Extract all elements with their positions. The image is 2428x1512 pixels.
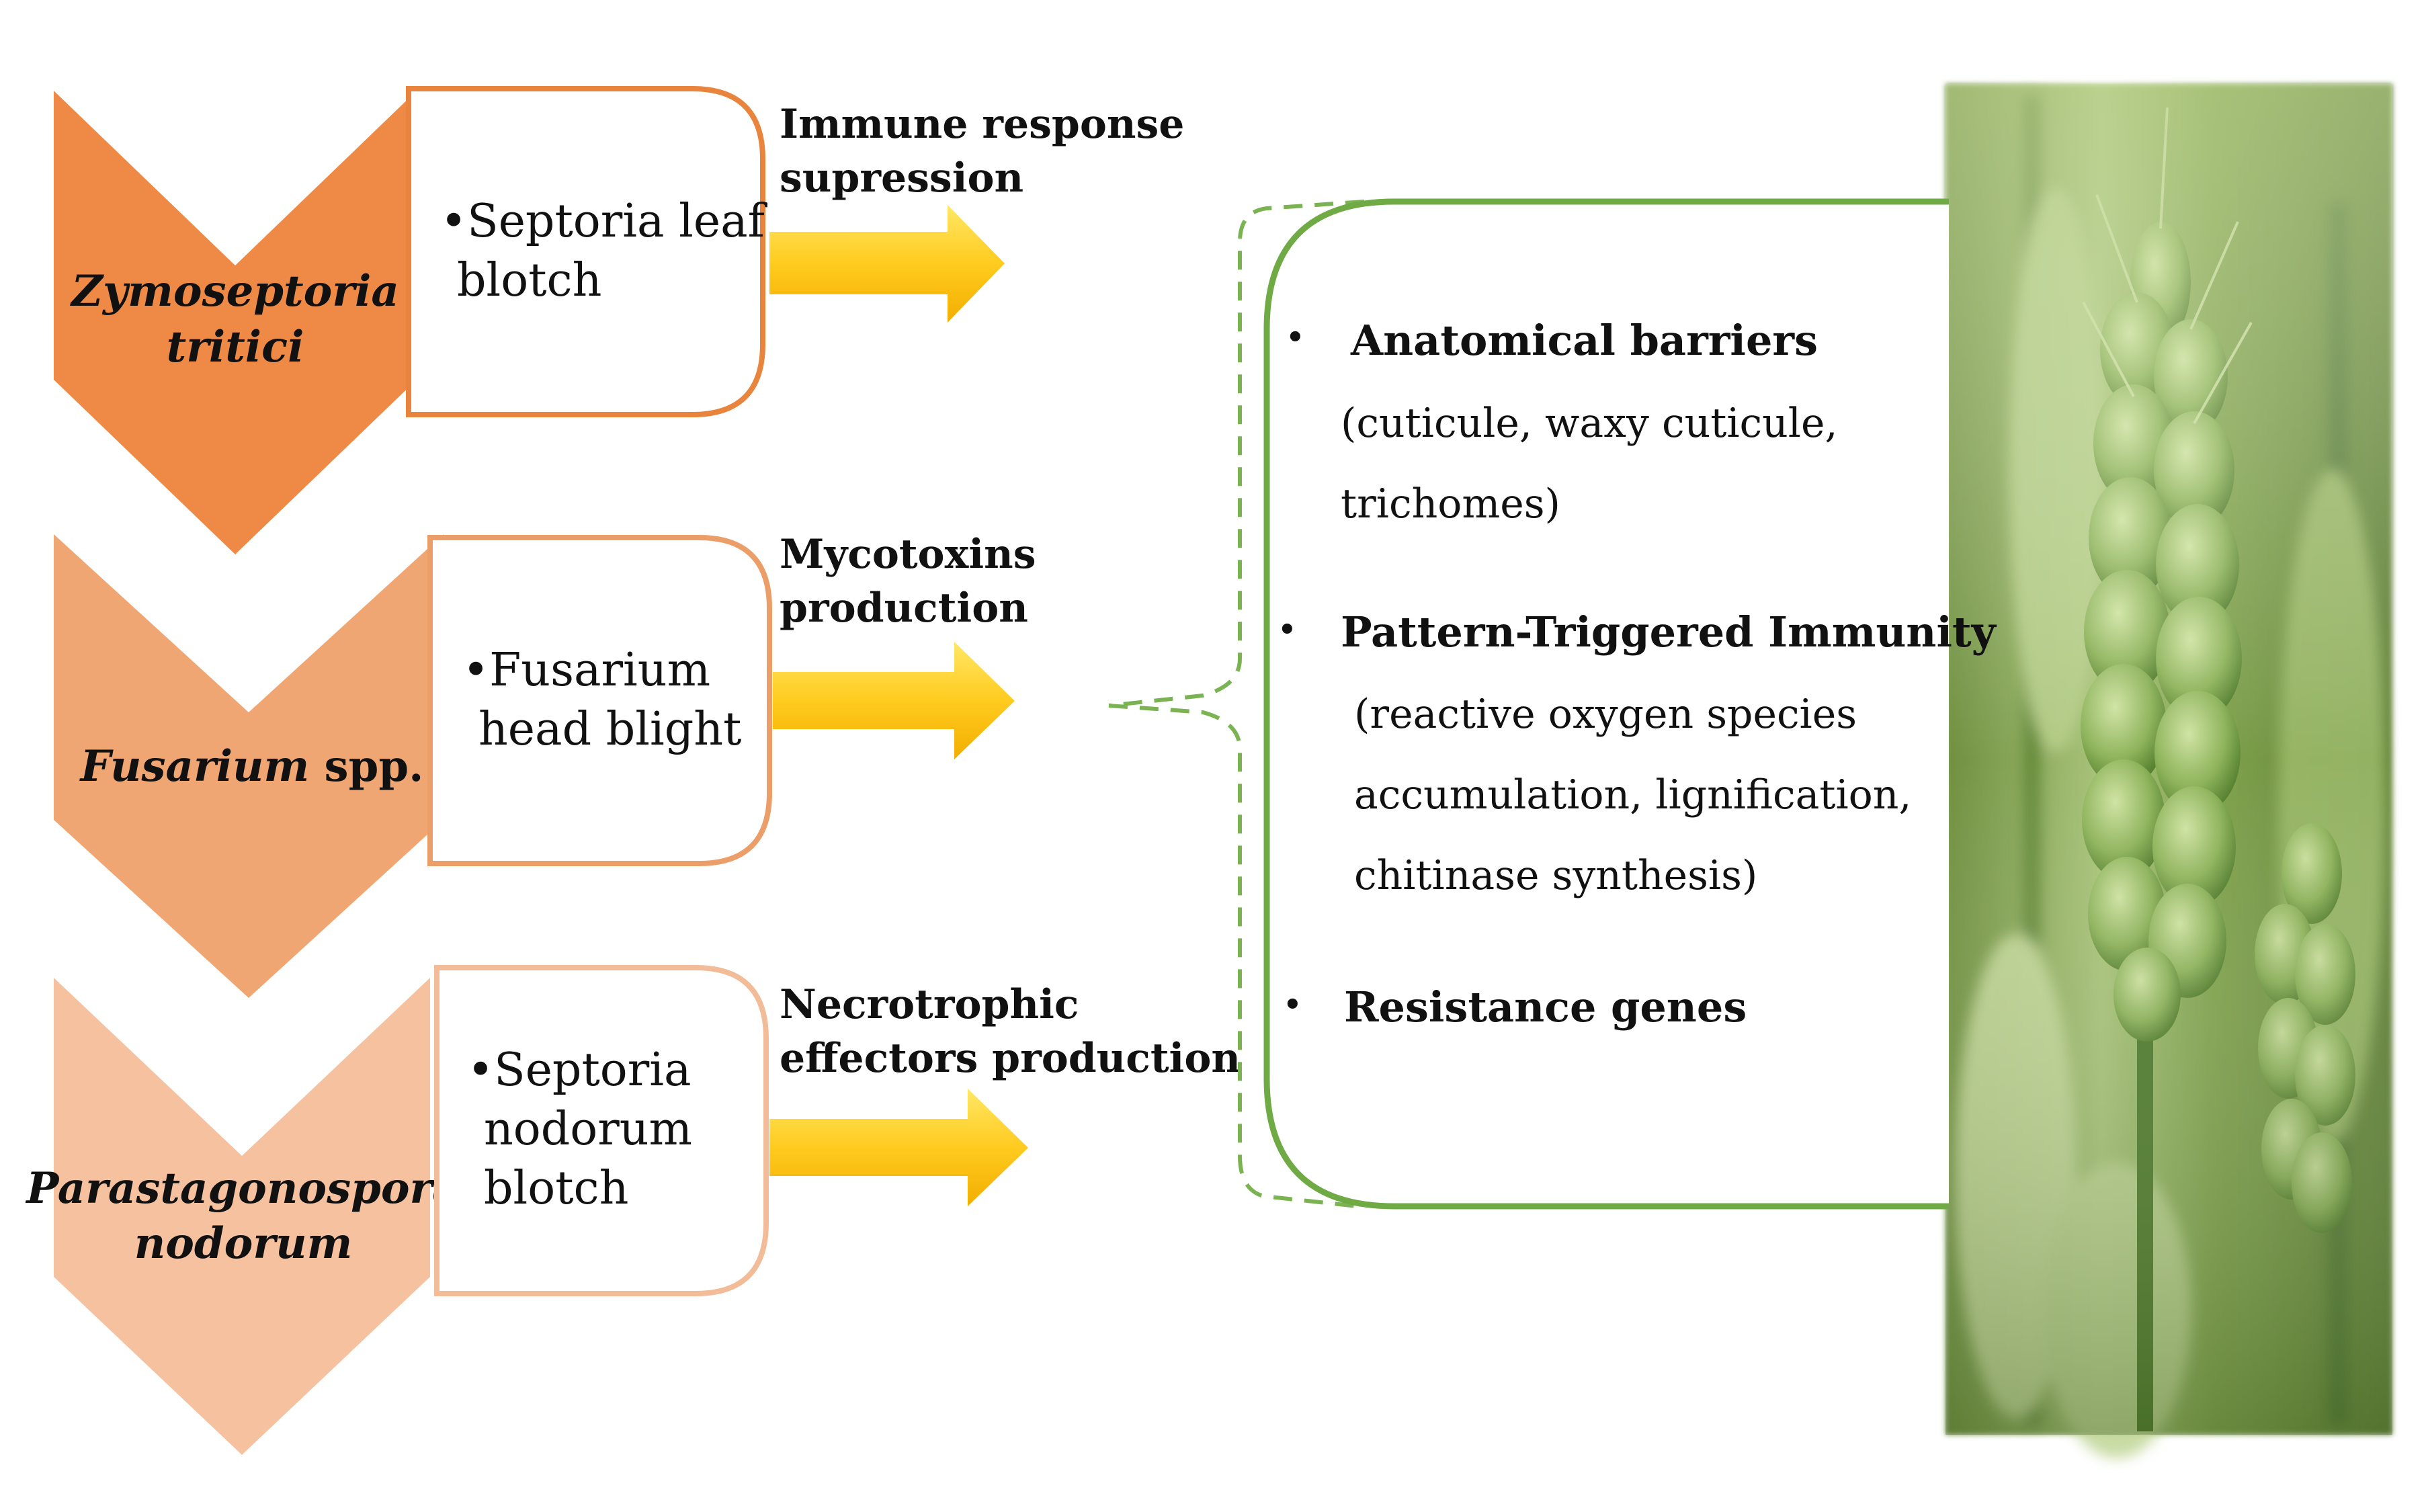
disease-2-line1: •Fusarium — [462, 644, 710, 697]
mechanism-1-line2: supression — [780, 155, 1023, 202]
pathogen-row-3: Parastagonospora nodorum — [25, 978, 460, 1455]
disease-box-2-frame — [427, 535, 772, 866]
defense-detail-2-line1: (reactive oxygen species — [1354, 691, 1857, 738]
mechanism-2-line2: production — [780, 585, 1028, 632]
defense-box-frame — [1263, 198, 1949, 1210]
wheat-spike-photo — [1945, 84, 2392, 1458]
defense-detail-2-line3: chitinase synthesis) — [1354, 852, 1757, 899]
pathogen-name-2-italic: Fusarium — [79, 741, 310, 792]
dashed-bracket — [1108, 200, 1365, 1208]
disease-box-3: •Septoria nodorum blotch — [434, 965, 769, 1296]
arrow-2 — [773, 642, 1015, 759]
defense-list: • Anatomical barriers (cuticule, waxy cu… — [1277, 316, 1997, 1032]
disease-box-3-frame — [434, 965, 769, 1296]
defense-detail-1-line2: trichomes) — [1341, 480, 1560, 528]
defense-detail-1-line1: (cuticule, waxy cuticule, — [1341, 400, 1838, 447]
disease-3-line1: •Septoria — [467, 1044, 692, 1097]
disease-3-line3: blotch — [484, 1162, 628, 1215]
pathogen-chevron-3 — [54, 978, 430, 1455]
defense-title-2: Pattern-Triggered Immunity — [1341, 607, 1997, 657]
mechanism-2: Mycotoxins production — [773, 531, 1036, 759]
defense-title-1: Anatomical barriers — [1350, 316, 1818, 365]
mechanism-3: Necrotrophic effectors production — [769, 981, 1241, 1206]
pathogen-row-1: Zymoseptoria tritici — [54, 91, 417, 554]
mechanism-3-line2: effectors production — [780, 1035, 1241, 1082]
pathogen-row-2: Fusarium spp. — [54, 534, 444, 998]
mechanism-3-line1: Necrotrophic — [780, 981, 1079, 1028]
mechanism-2-line1: Mycotoxins — [780, 531, 1036, 578]
disease-box-1: •Septoria leaf blotch — [406, 86, 768, 417]
disease-box-1-frame — [406, 86, 765, 417]
disease-1-line1: •Septoria leaf — [440, 195, 768, 248]
arrow-3 — [769, 1089, 1028, 1206]
pathogen-name-3-line2: nodorum — [134, 1218, 353, 1269]
disease-1-line2: blotch — [457, 254, 601, 307]
pathogen-name-1-line2: tritici — [167, 322, 304, 372]
defense-detail-2-line2: accumulation, lignification, — [1354, 771, 1911, 818]
disease-2-line2: head blight — [478, 703, 741, 756]
pathogen-chevron-1 — [54, 91, 417, 554]
pathogen-name-2: Fusarium spp. — [79, 741, 424, 792]
arrow-1 — [769, 205, 1005, 323]
pathogen-name-3-line1: Parastagonospora — [25, 1163, 460, 1214]
defense-bullet-2: • — [1277, 610, 1298, 650]
disease-box-2: •Fusarium head blight — [427, 535, 772, 866]
mechanism-1: Immune response supression — [769, 101, 1184, 323]
pathogen-name-2-rest: spp. — [309, 741, 423, 792]
disease-3-line2: nodorum — [484, 1103, 692, 1156]
pathogen-chevron-2 — [54, 534, 444, 998]
pathogen-name-1-line1: Zymoseptoria — [69, 266, 399, 317]
defense-bullet-3: • — [1282, 985, 1303, 1025]
defense-title-3: Resistance genes — [1344, 982, 1747, 1032]
mechanism-1-line1: Immune response — [780, 101, 1184, 148]
defense-bullet-1: • — [1285, 318, 1306, 358]
